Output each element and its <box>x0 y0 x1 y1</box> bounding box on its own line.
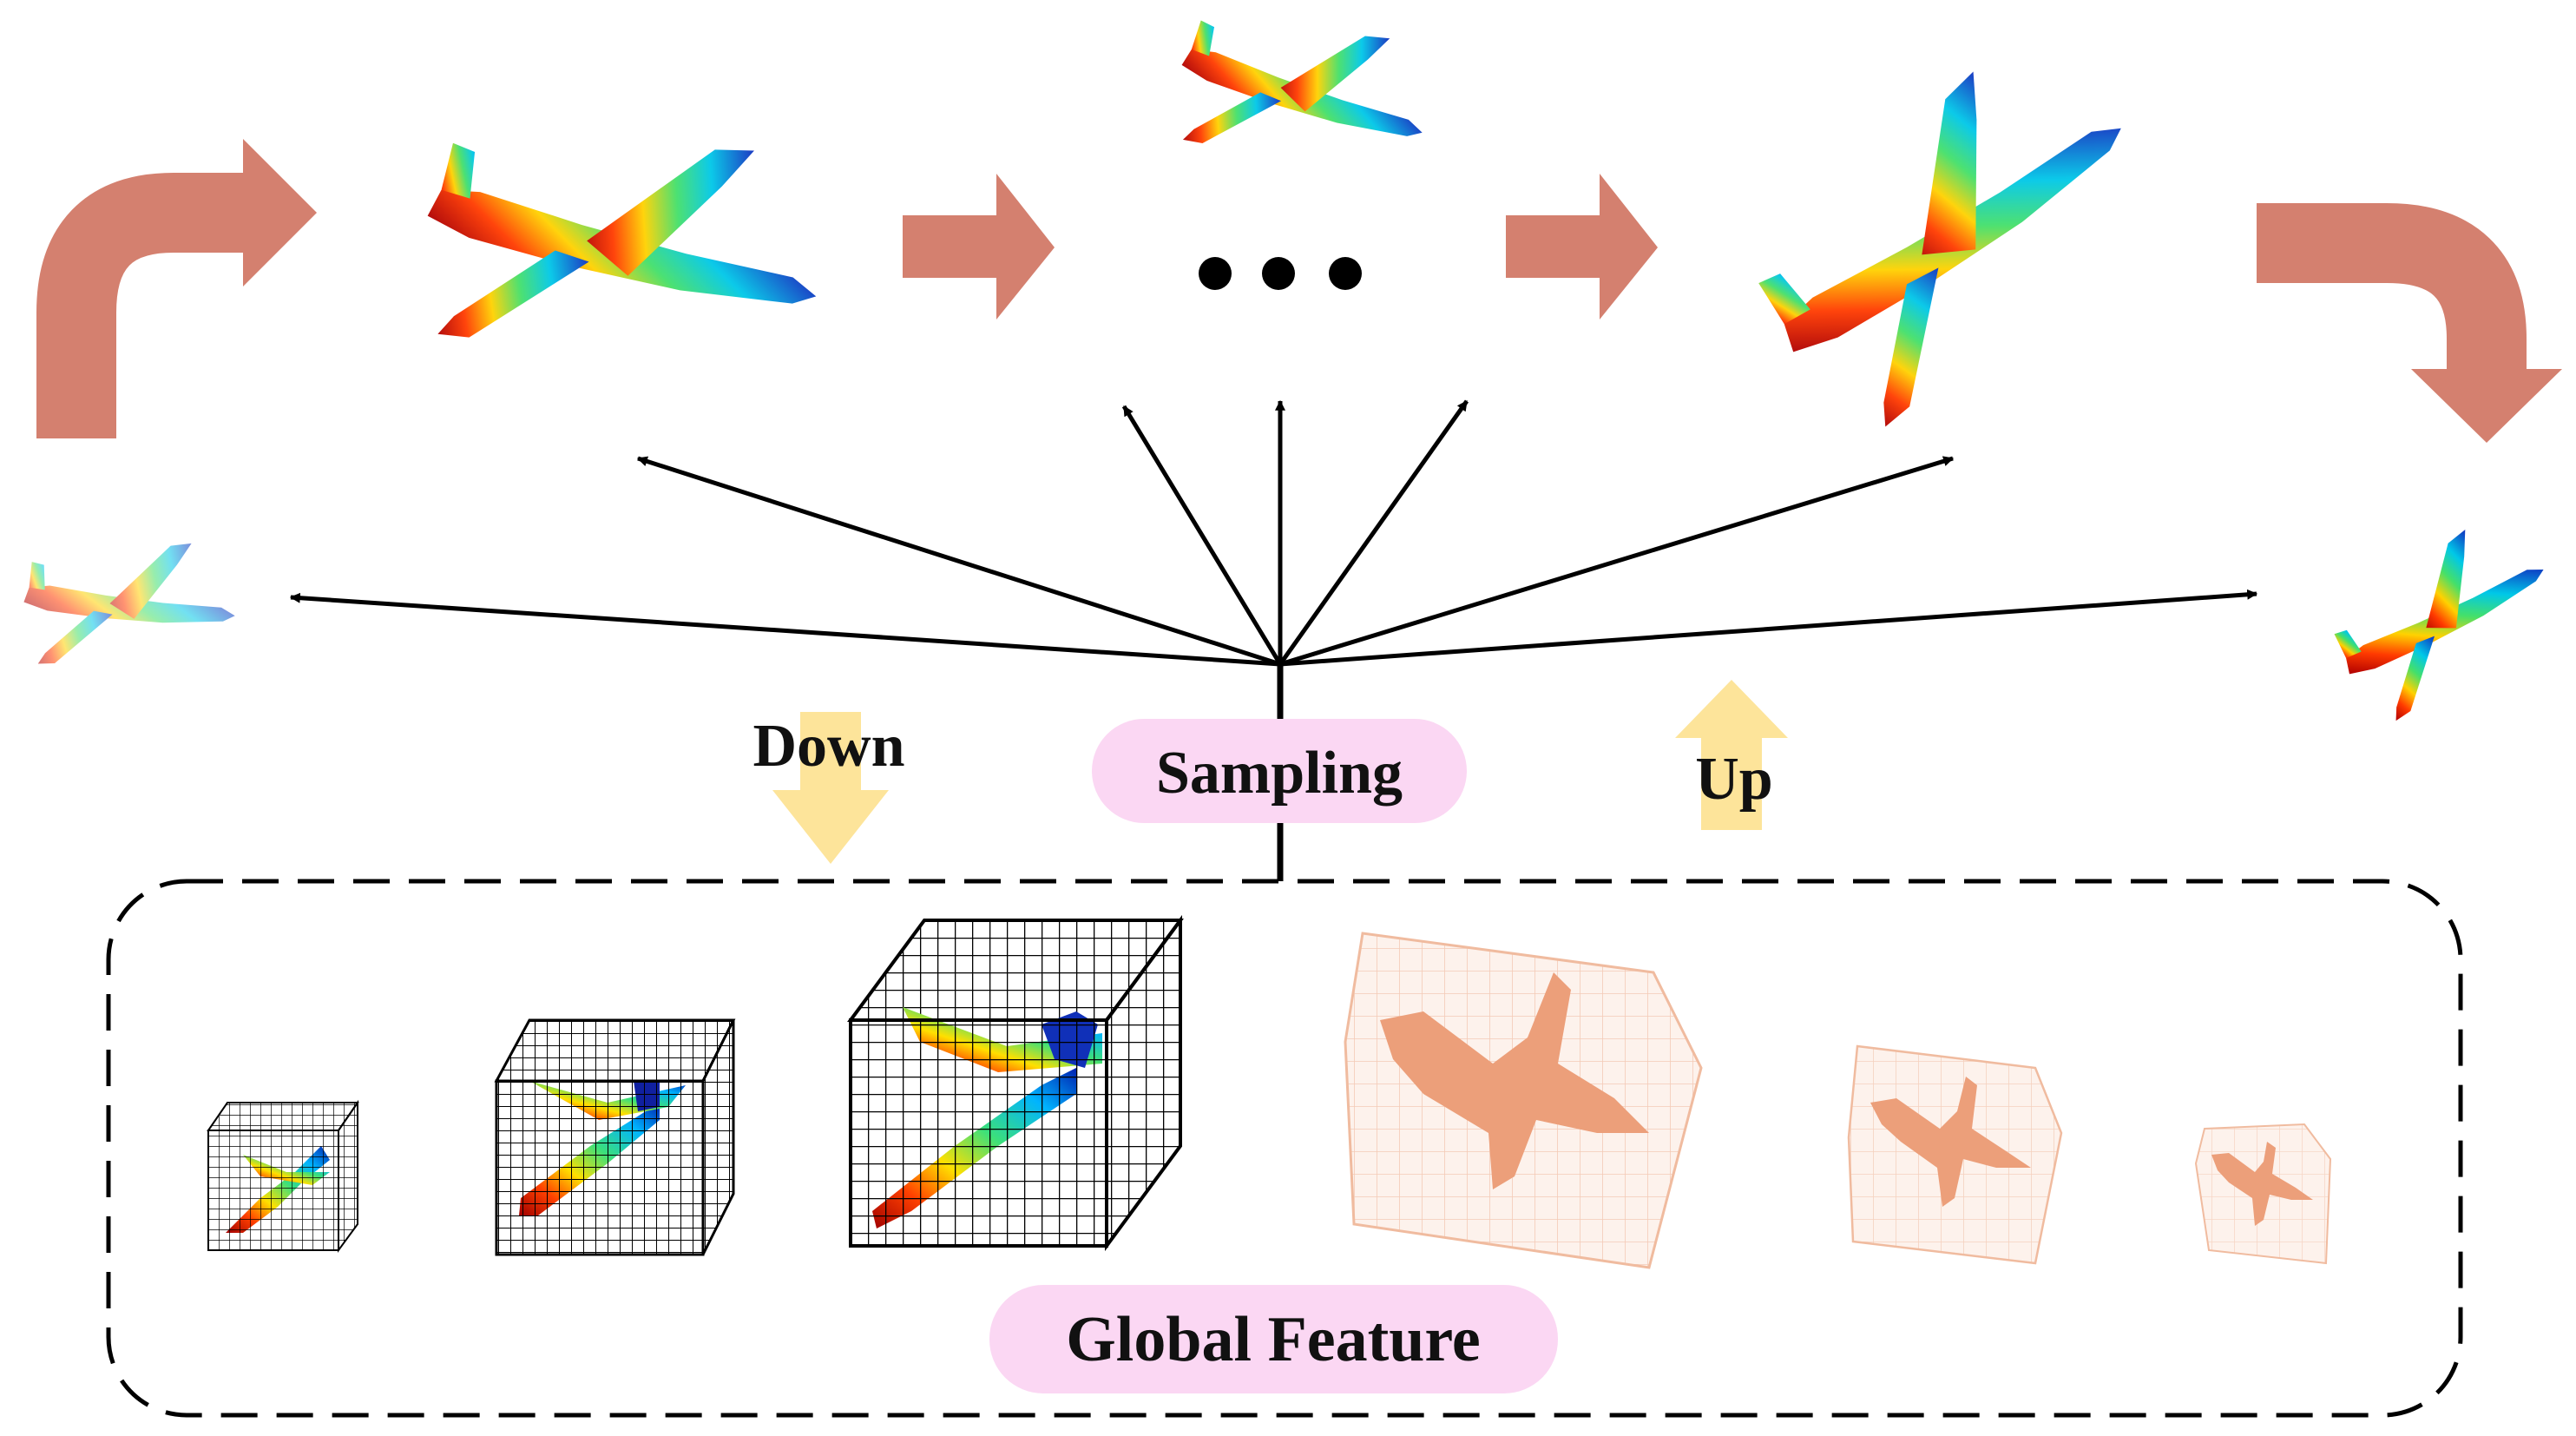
up-arrow <box>1675 680 1788 830</box>
voxel-grid-cube-large <box>847 914 1184 1252</box>
curved-flow-arrow-right <box>2257 203 2562 443</box>
voxel-grid-cube-small <box>207 1099 359 1254</box>
sampling-label: Sampling <box>1156 740 1403 807</box>
translucent-feature-volume-small <box>2194 1123 2332 1265</box>
up-label: Up <box>1695 746 1772 813</box>
global-feature-panel <box>106 879 2463 1418</box>
straight-flow-arrow-1 <box>903 174 1055 319</box>
voxel-grid-cube-medium <box>494 1018 736 1256</box>
straight-flow-arrow-2 <box>1506 174 1658 319</box>
curved-flow-arrow-left <box>36 139 317 438</box>
point-cloud-airplane-1 <box>370 23 864 483</box>
down-label: Down <box>752 713 904 780</box>
sampling-pill: Sampling <box>1092 719 1467 823</box>
down-arrow <box>772 712 889 864</box>
global-feature-pill: Global Feature <box>989 1285 1558 1393</box>
ellipsis-icon <box>1199 257 1362 290</box>
global-feature-label: Global Feature <box>1066 1304 1481 1375</box>
translucent-feature-volume-large <box>1344 932 1703 1269</box>
translucent-feature-volume-medium <box>1847 1044 2063 1265</box>
point-cloud-airplane-3 <box>1717 33 2186 451</box>
sampling-arrows <box>289 399 2258 881</box>
point-cloud-airplane-sparse-left <box>0 494 253 722</box>
point-cloud-airplane-top-center <box>1142 0 1456 246</box>
point-cloud-airplane-dense-right <box>2318 515 2568 730</box>
